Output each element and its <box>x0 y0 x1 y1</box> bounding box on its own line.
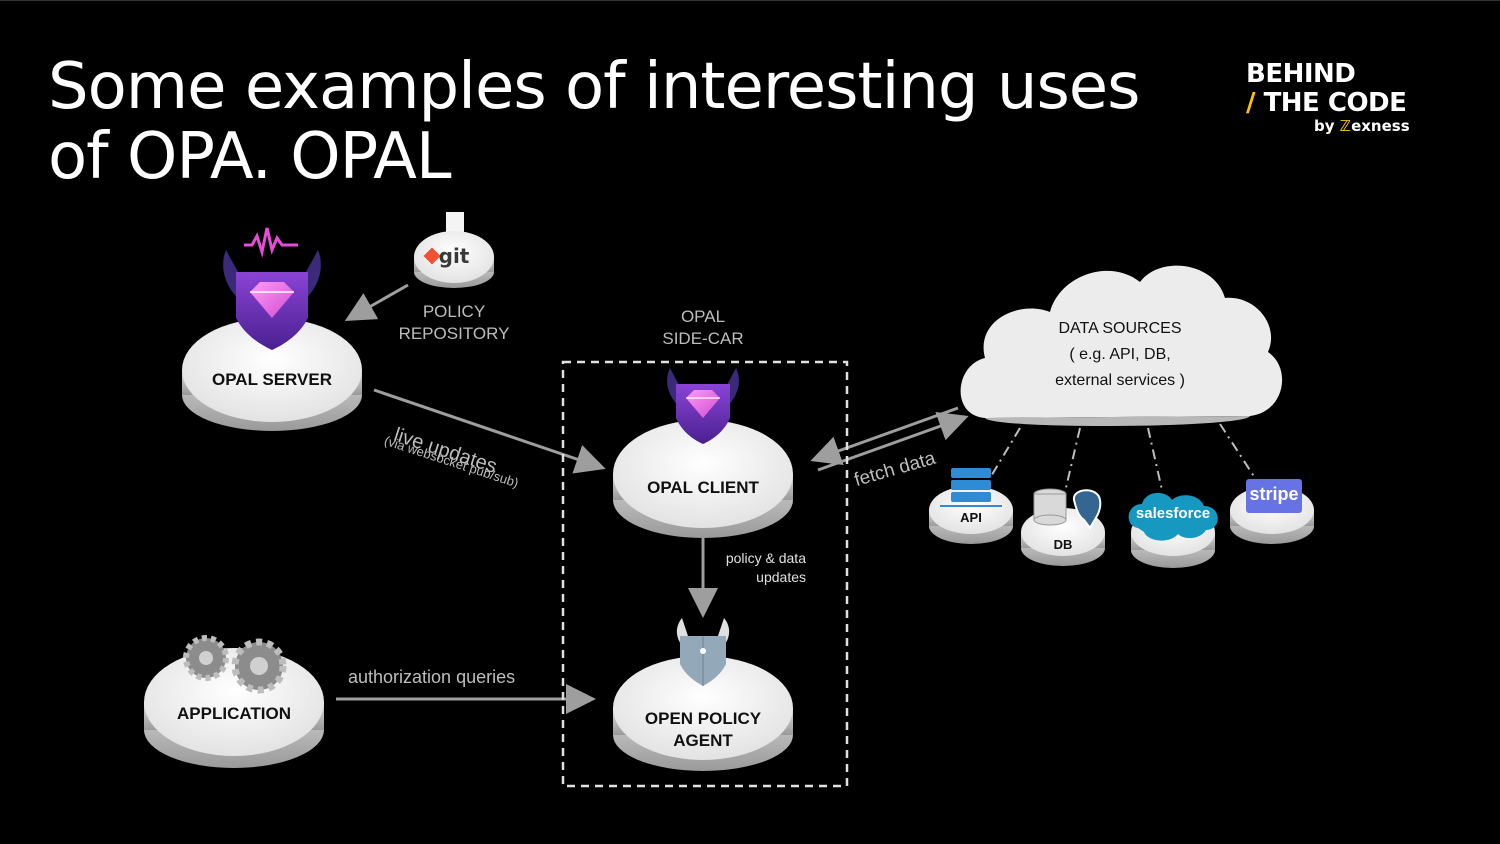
git-to-server-arrow <box>344 283 409 321</box>
logo-line-1: BEHIND <box>1246 59 1356 89</box>
git-icon <box>423 247 441 265</box>
gears-icon <box>183 635 287 694</box>
opa-node <box>613 656 793 771</box>
logo-brand: exness <box>1351 117 1410 135</box>
logo-byline: by ℤexness <box>1314 117 1410 135</box>
logo-line-2-text: THE CODE <box>1263 88 1407 118</box>
data-sources-label: DATA SOURCES ( e.g. API, DB, external se… <box>1020 316 1220 394</box>
authorization-queries-label: authorization queries <box>348 667 516 687</box>
api-source-node <box>929 468 1013 544</box>
logo-slash: / <box>1246 88 1256 118</box>
db-label: DB <box>1053 537 1073 552</box>
stripe-source-node <box>1230 479 1314 544</box>
policy-repo-line-1: POLICY <box>422 302 486 321</box>
sidecar-boundary <box>561 360 849 788</box>
policy-repo-line-2: REPOSITORY <box>398 324 510 343</box>
policy-repository-label: POLICY REPOSITORY <box>384 301 524 345</box>
opal-logo-icon <box>223 227 321 350</box>
git-logo-text: git <box>438 244 470 268</box>
application-label: APPLICATION <box>177 704 291 723</box>
slide-title: Some examples of interesting uses of OPA… <box>48 52 1228 192</box>
api-label: API <box>960 510 982 525</box>
postgresql-icon <box>1073 489 1102 530</box>
server-icon <box>940 468 1002 507</box>
data-sources-line-2: ( e.g. API, DB, <box>1069 346 1171 363</box>
data-sources-title: DATA SOURCES <box>1058 320 1182 337</box>
top-border <box>0 0 1500 1</box>
opal-server-label: OPAL SERVER <box>212 370 332 389</box>
exness-mark-icon: ℤ <box>1339 117 1352 135</box>
behind-the-code-logo: BEHIND / THE CODE by ℤexness <box>1246 60 1446 140</box>
policy-data-updates-label: policy & data updates <box>700 549 806 587</box>
logo-by: by <box>1314 117 1335 135</box>
sidecar-line-2: SIDE-CAR <box>662 329 744 348</box>
db-source-node <box>1021 488 1105 566</box>
fetch-response-arrow <box>810 406 959 466</box>
opal-client-label: OPAL CLIENT <box>647 478 759 497</box>
stripe-label: stripe <box>1249 484 1299 504</box>
data-sources-line-3: external services ) <box>1055 372 1185 389</box>
stripe-logo-icon <box>1246 479 1302 513</box>
opal-client-logo-icon <box>667 368 739 444</box>
opa-line-1: OPEN POLICY <box>644 709 762 728</box>
sidecar-label: OPAL SIDE-CAR <box>643 306 763 350</box>
policy-updates-line-1: policy & data <box>725 550 806 566</box>
data-source-links <box>989 423 1256 493</box>
opa-line-2: AGENT <box>673 731 733 750</box>
git-repository-node <box>414 212 494 288</box>
opa-logo-icon <box>676 618 730 686</box>
sidecar-line-1: OPAL <box>680 307 726 326</box>
salesforce-label: salesforce <box>1135 505 1211 522</box>
opal-client-node <box>613 420 793 538</box>
data-sources-cloud <box>960 265 1283 427</box>
opa-label: OPEN POLICY AGENT <box>613 708 793 752</box>
title-line-1: Some examples of interesting uses <box>48 50 1140 124</box>
database-icon <box>1033 488 1067 526</box>
logo-line-2: / THE CODE <box>1246 88 1407 118</box>
policy-updates-line-2: updates <box>756 569 806 585</box>
opal-server-node <box>182 318 362 431</box>
salesforce-source-node <box>1128 492 1218 568</box>
title-line-2: of OPA. OPAL <box>48 120 452 194</box>
salesforce-cloud-icon <box>1128 492 1218 541</box>
